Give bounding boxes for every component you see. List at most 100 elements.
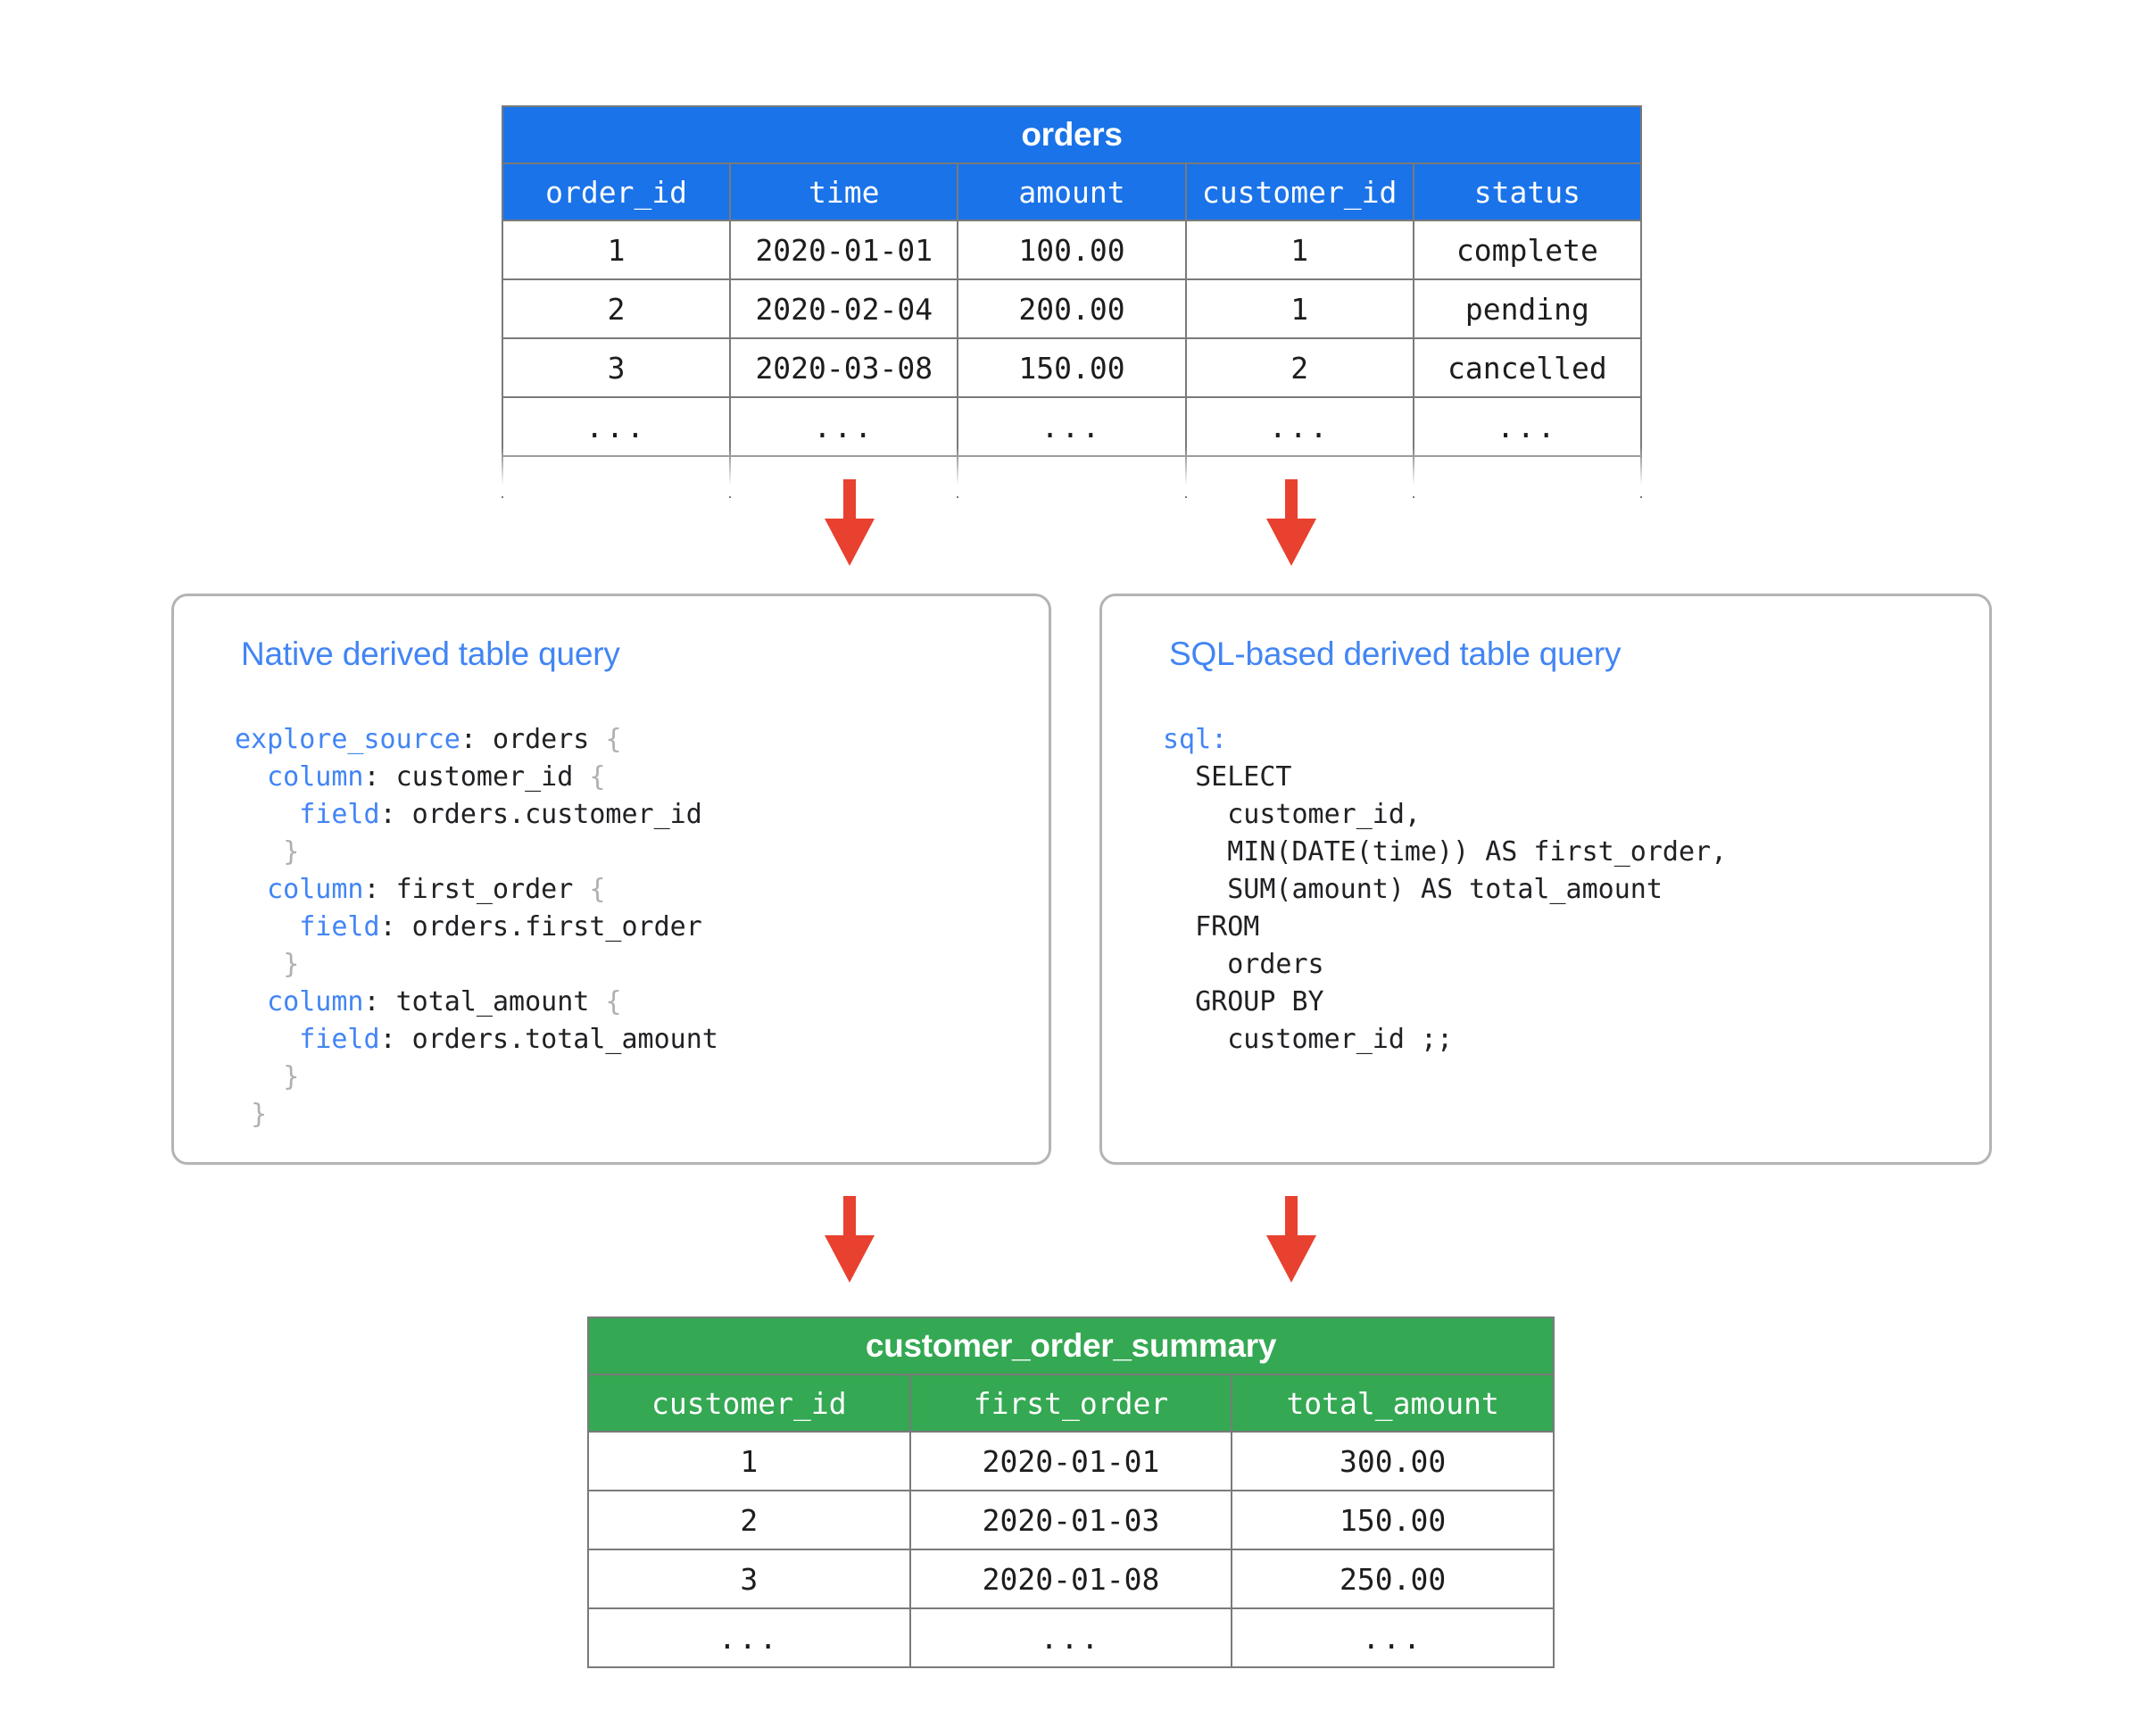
code-token: } bbox=[283, 836, 300, 868]
summary-cell-r3-c1: ... bbox=[908, 1607, 1233, 1668]
code-token: { bbox=[605, 724, 622, 755]
table-row: 1 2020-01-01 100.00 1 complete bbox=[501, 220, 1643, 280]
orders-cell-r2-c2: 150.00 bbox=[957, 337, 1187, 398]
orders-cell-r0-c0: 1 bbox=[501, 220, 732, 280]
arrow-orders-to-native-icon bbox=[825, 479, 875, 566]
code-token bbox=[235, 799, 299, 830]
orders-cell-r3-c0: ... bbox=[501, 396, 732, 457]
code-token bbox=[235, 949, 283, 980]
orders-table: orders order_id time amount customer_id … bbox=[501, 105, 1643, 498]
summary-header-row: customer_id first_order total_amount bbox=[587, 1374, 1555, 1433]
orders-cell-r0-c2: 100.00 bbox=[957, 220, 1187, 280]
code-token: field bbox=[299, 799, 380, 830]
native-box-code: explore_source: orders { column: custome… bbox=[235, 721, 718, 1134]
code-token bbox=[235, 836, 283, 868]
summary-cell-r3-c0: ... bbox=[587, 1607, 911, 1668]
code-token: FROM bbox=[1163, 911, 1260, 943]
code-token: : orders.customer_id bbox=[379, 799, 702, 830]
orders-cell-r0-c4: complete bbox=[1412, 220, 1643, 280]
code-token: } bbox=[283, 1061, 300, 1092]
summary-cell-r1-c2: 150.00 bbox=[1231, 1490, 1555, 1550]
orders-column-header-time: time bbox=[729, 162, 959, 221]
code-token: { bbox=[589, 761, 606, 793]
code-token: } bbox=[283, 949, 300, 980]
table-row: 3 2020-01-08 250.00 bbox=[587, 1549, 1555, 1609]
code-token bbox=[235, 761, 267, 793]
sql-box-code: sql: SELECT customer_id, MIN(DATE(time))… bbox=[1163, 721, 1727, 1059]
code-token: : customer_id bbox=[363, 761, 590, 793]
native-derived-table-query-box: Native derived table query explore_sourc… bbox=[171, 594, 1051, 1165]
arrow-native-to-summary-icon bbox=[825, 1196, 875, 1283]
orders-cell-r2-c4: cancelled bbox=[1412, 337, 1643, 398]
table-row-ellipsis: ... ... ... ... ... bbox=[501, 396, 1643, 457]
code-token bbox=[235, 911, 299, 943]
code-token: SUM(amount) AS total_amount bbox=[1163, 874, 1663, 905]
code-token: sql: bbox=[1163, 724, 1228, 755]
orders-cell-r0-c1: 2020-01-01 bbox=[729, 220, 959, 280]
code-token: : first_order bbox=[363, 874, 590, 905]
orders-cell-truncated-c4 bbox=[1412, 455, 1643, 498]
orders-cell-r2-c3: 2 bbox=[1184, 337, 1414, 398]
orders-cell-r1-c0: 2 bbox=[501, 278, 732, 339]
code-token: : orders bbox=[460, 724, 606, 755]
code-token bbox=[235, 986, 267, 1018]
orders-column-header-order-id: order_id bbox=[501, 162, 732, 221]
code-token: customer_id ;; bbox=[1163, 1024, 1454, 1055]
orders-cell-r3-c1: ... bbox=[729, 396, 959, 457]
code-token bbox=[235, 1099, 251, 1130]
orders-cell-r1-c3: 1 bbox=[1184, 278, 1414, 339]
table-row-truncated bbox=[501, 455, 1643, 498]
table-row: 2 2020-01-03 150.00 bbox=[587, 1490, 1555, 1550]
code-token: orders bbox=[1163, 949, 1324, 980]
summary-column-header-customer-id: customer_id bbox=[587, 1374, 911, 1433]
orders-cell-r1-c2: 200.00 bbox=[957, 278, 1187, 339]
orders-header-row: order_id time amount customer_id status bbox=[501, 162, 1643, 221]
summary-cell-r0-c0: 1 bbox=[587, 1431, 911, 1491]
orders-cell-truncated-c0 bbox=[501, 455, 732, 498]
summary-cell-r2-c1: 2020-01-08 bbox=[908, 1549, 1233, 1609]
summary-table-body: customer_order_summary customer_id first… bbox=[587, 1317, 1555, 1668]
summary-column-header-first-order: first_order bbox=[908, 1374, 1233, 1433]
orders-cell-r2-c0: 3 bbox=[501, 337, 732, 398]
orders-cell-truncated-c2 bbox=[957, 455, 1187, 498]
code-token: MIN(DATE(time)) AS first_order, bbox=[1163, 836, 1728, 868]
code-token: { bbox=[605, 986, 622, 1018]
orders-cell-r1-c4: pending bbox=[1412, 278, 1643, 339]
arrow-orders-to-sql-icon bbox=[1266, 479, 1316, 566]
code-token: GROUP BY bbox=[1163, 986, 1324, 1018]
code-token: field bbox=[299, 911, 380, 943]
table-row: 2 2020-02-04 200.00 1 pending bbox=[501, 278, 1643, 339]
code-token: : total_amount bbox=[363, 986, 606, 1018]
orders-cell-r3-c3: ... bbox=[1184, 396, 1414, 457]
sql-box-title: SQL-based derived table query bbox=[1169, 635, 1622, 672]
arrow-sql-to-summary-icon bbox=[1266, 1196, 1316, 1283]
summary-cell-r2-c0: 3 bbox=[587, 1549, 911, 1609]
code-token: explore_source bbox=[235, 724, 460, 755]
code-token: column bbox=[267, 874, 364, 905]
summary-cell-r0-c1: 2020-01-01 bbox=[908, 1431, 1233, 1491]
orders-table-title: orders bbox=[502, 105, 1642, 164]
summary-cell-r1-c1: 2020-01-03 bbox=[908, 1490, 1233, 1550]
code-token: column bbox=[267, 986, 364, 1018]
orders-column-header-status: status bbox=[1412, 162, 1643, 221]
summary-title-row: customer_order_summary bbox=[587, 1317, 1555, 1375]
code-token: : orders.total_amount bbox=[379, 1024, 718, 1055]
summary-column-header-total-amount: total_amount bbox=[1231, 1374, 1555, 1433]
table-row: 1 2020-01-01 300.00 bbox=[587, 1431, 1555, 1491]
code-token: field bbox=[299, 1024, 380, 1055]
summary-cell-r0-c2: 300.00 bbox=[1231, 1431, 1555, 1491]
native-box-title: Native derived table query bbox=[241, 635, 620, 672]
customer-order-summary-table: customer_order_summary customer_id first… bbox=[587, 1317, 1555, 1668]
code-token bbox=[235, 874, 267, 905]
orders-column-header-amount: amount bbox=[957, 162, 1187, 221]
orders-cell-r3-c4: ... bbox=[1412, 396, 1643, 457]
orders-title-row: orders bbox=[502, 105, 1642, 164]
summary-cell-r3-c2: ... bbox=[1231, 1607, 1555, 1668]
sql-derived-table-query-box: SQL-based derived table query sql: SELEC… bbox=[1099, 594, 1992, 1165]
orders-column-header-customer-id: customer_id bbox=[1184, 162, 1414, 221]
orders-cell-r2-c1: 2020-03-08 bbox=[729, 337, 959, 398]
code-token bbox=[235, 1024, 299, 1055]
code-token: column bbox=[267, 761, 364, 793]
orders-table-body: orders order_id time amount customer_id … bbox=[501, 105, 1643, 498]
code-token: SELECT bbox=[1163, 761, 1292, 793]
